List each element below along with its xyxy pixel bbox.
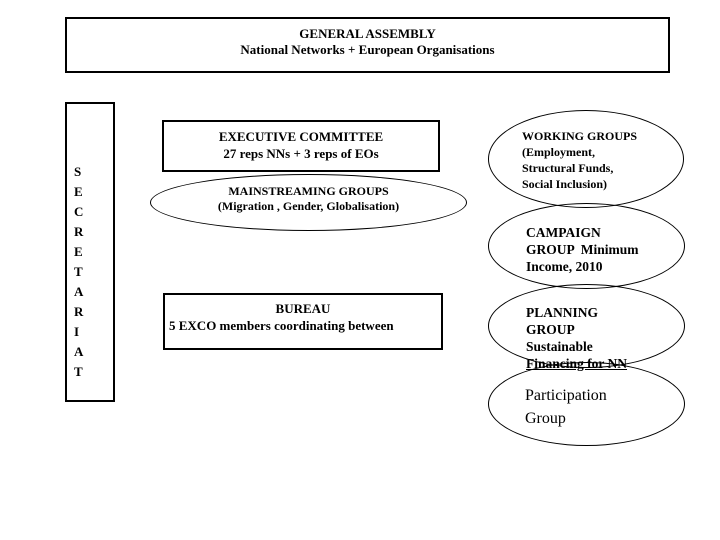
secretariat-letter: T [74, 264, 83, 279]
secretariat-letter: E [74, 184, 83, 199]
working-groups-title: WORKING GROUPS [522, 129, 638, 143]
campaign-group-line: GROUP Minimum [526, 242, 639, 257]
working-groups-line: Social Inclusion) [522, 177, 608, 191]
working-groups-line: Structural Funds, [522, 161, 614, 175]
secretariat-box: S E C R E T A R I A T [65, 102, 115, 402]
planning-group-line: Sustainable [526, 339, 593, 354]
secretariat-letter: A [74, 344, 84, 359]
secretariat-letter: R [74, 304, 84, 319]
general-assembly-box: GENERAL ASSEMBLY National Networks + Eur… [65, 17, 670, 73]
secretariat-letter: C [74, 204, 84, 219]
executive-committee-box: EXECUTIVE COMMITTEE 27 reps NNs + 3 reps… [162, 120, 440, 172]
participation-group-title: Participation [525, 387, 607, 404]
campaign-group-title: CAMPAIGN [526, 225, 601, 240]
secretariat-letter: I [74, 324, 80, 339]
general-assembly-subtitle: National Networks + European Organisatio… [240, 42, 495, 57]
bureau-title: BUREAU [275, 301, 331, 316]
executive-committee-title: EXECUTIVE COMMITTEE [218, 129, 384, 144]
planning-group-line: GROUP [526, 322, 575, 337]
bureau-box: BUREAU 5 EXCO members coordinating betwe… [163, 293, 443, 350]
secretariat-letter: R [74, 224, 84, 239]
planning-group-ellipse: PLANNING GROUP Sustainable Financing for… [488, 284, 685, 371]
working-groups-ellipse: WORKING GROUPS (Employment, Structural F… [488, 110, 684, 208]
campaign-group-ellipse: CAMPAIGN GROUP Minimum Income, 2010 [488, 203, 685, 289]
mainstreaming-groups-title: MAINSTREAMING GROUPS [228, 184, 389, 198]
executive-committee-subtitle: 27 reps NNs + 3 reps of EOs [223, 146, 379, 161]
bureau-subtitle: 5 EXCO members coordinating between [169, 318, 394, 333]
planning-group-title: PLANNING [526, 305, 599, 320]
secretariat-letter: E [74, 244, 83, 259]
campaign-group-line: Income, 2010 [526, 259, 603, 274]
participation-group-line: Group [525, 410, 566, 427]
secretariat-letter: S [74, 164, 82, 179]
secretariat-letter: T [74, 364, 83, 379]
mainstreaming-groups-subtitle: (Migration , Gender, Globalisation) [217, 199, 400, 213]
general-assembly-title: GENERAL ASSEMBLY [299, 26, 436, 41]
working-groups-line: (Employment, [522, 145, 595, 159]
secretariat-letter: A [74, 284, 84, 299]
participation-group-ellipse: Participation Group [488, 362, 685, 446]
mainstreaming-groups-ellipse: MAINSTREAMING GROUPS (Migration , Gender… [150, 174, 467, 231]
